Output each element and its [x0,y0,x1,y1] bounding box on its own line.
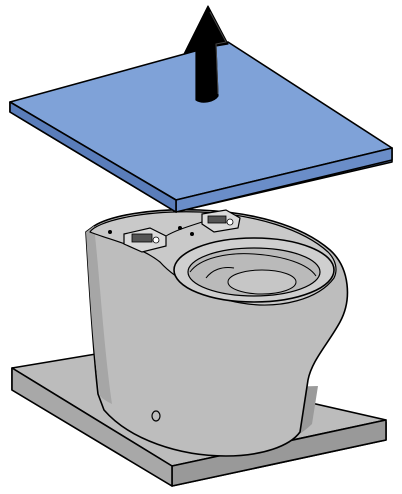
floor-standing-toilet [86,210,347,456]
